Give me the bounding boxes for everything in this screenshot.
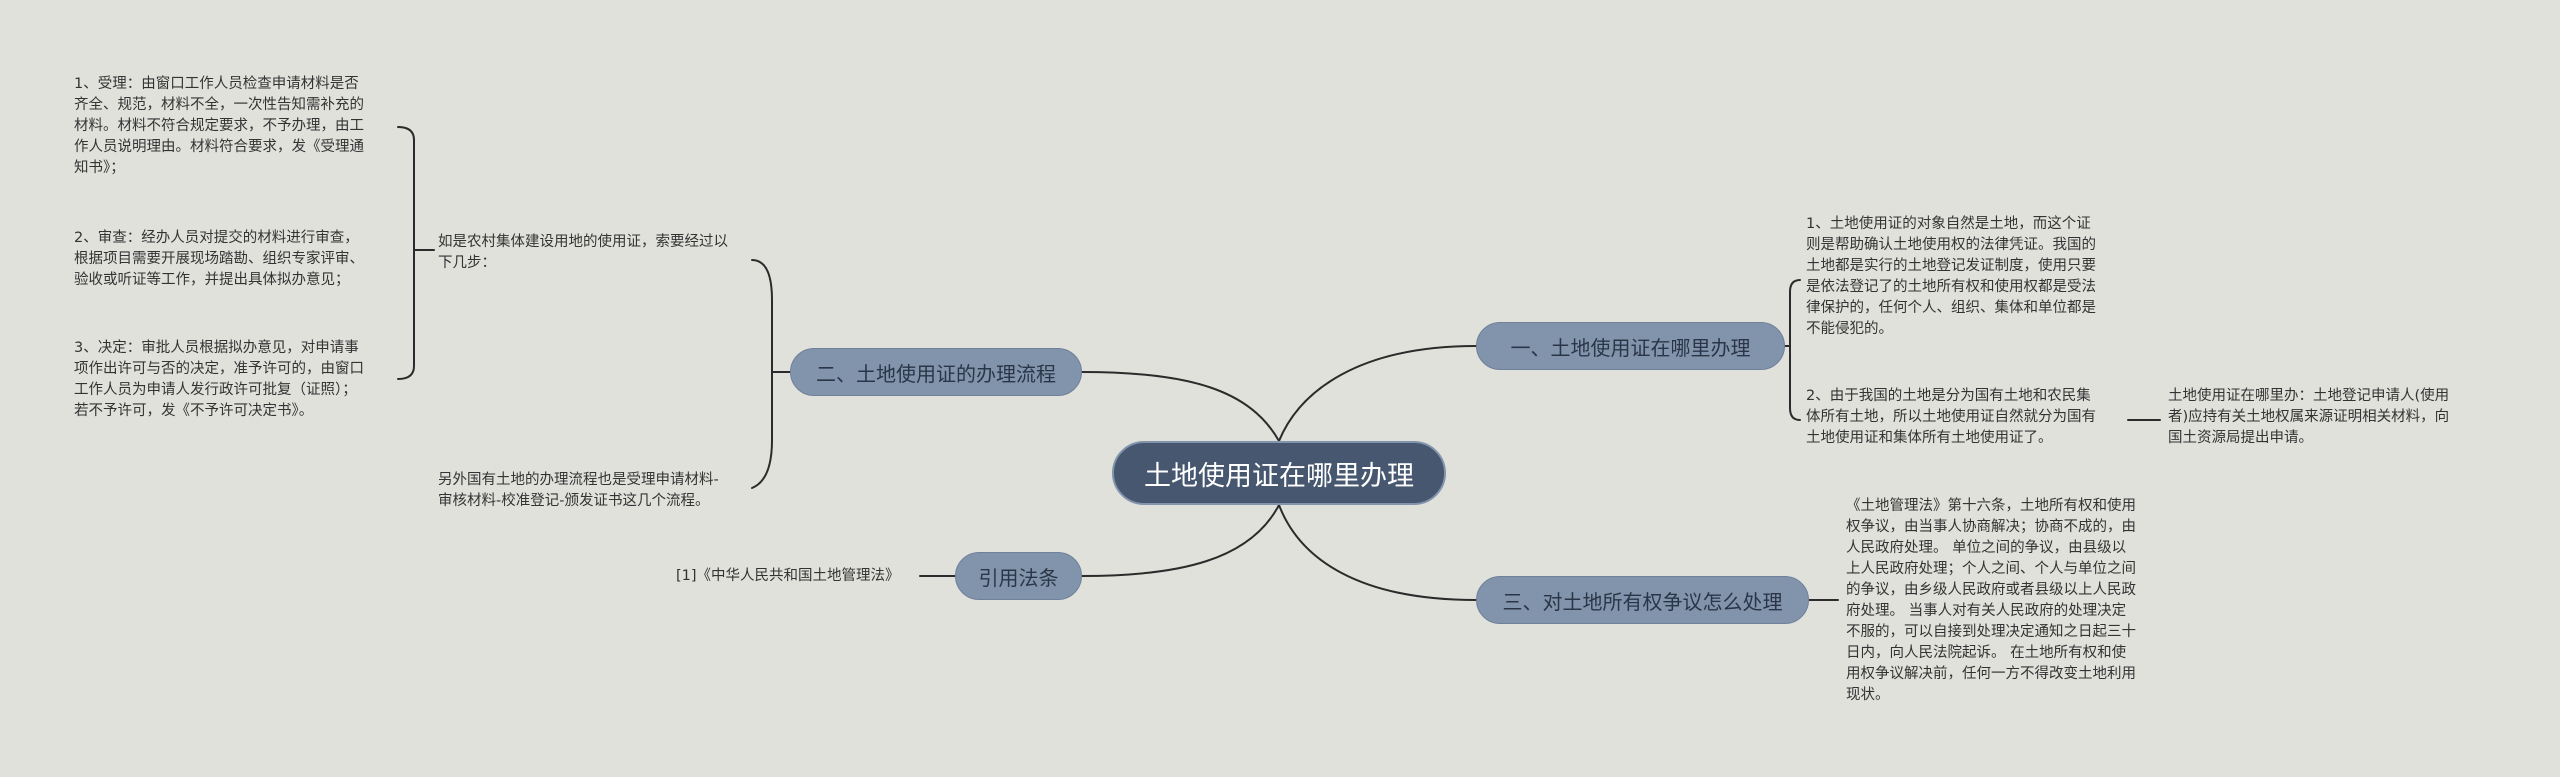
text-line: 权争议，由当事人协商解决；协商不成的，由 — [1846, 519, 2136, 535]
branch-process[interactable]: 二、土地使用证的办理流程 — [790, 348, 1082, 396]
text-line: 工作人员为申请人发行政许可批复（证照）； — [74, 382, 357, 398]
text-line: 土地都是实行的土地登记发证制度，使用只要 — [1806, 258, 2096, 274]
text-line: 是依法登记了的土地所有权和使用权都是受法 — [1806, 279, 2096, 295]
process-step-3: 3、决定：审批人员根据拟办意见，对申请事 项作出许可与否的决定，准予许可的，由窗… — [74, 338, 364, 422]
text-line: 现状。 — [1846, 687, 1890, 703]
text-line: 用权争议解决前，任何一方不得改变土地利用 — [1846, 666, 2136, 682]
connector-root-where — [1278, 345, 1477, 442]
branch-dispute[interactable]: 三、对土地所有权争议怎么处理 — [1476, 576, 1809, 624]
connector-root-law — [1081, 504, 1280, 577]
law-detail: [1]《中华人民共和国土地管理法》 — [676, 568, 900, 584]
text-line: 律保护的，任何个人、组织、集体和单位都是 — [1806, 300, 2096, 316]
branch-where[interactable]: 一、土地使用证在哪里办理 — [1476, 322, 1785, 370]
process-outro: 另外国有土地的办理流程也是受理申请材料- 审核材料-校准登记-颁发证书这几个流程… — [438, 470, 719, 512]
text-line: 《土地管理法》第十六条，土地所有权和使用 — [1846, 498, 2136, 514]
text-line: 2、由于我国的土地是分为国有土地和农民集 — [1806, 388, 2091, 404]
text-line: 验收或听证等工作，并提出具体拟办意见； — [74, 272, 350, 288]
where-detail-1: 1、土地使用证的对象自然是土地，而这个证 则是帮助确认土地使用权的法律凭证。我国… — [1806, 214, 2096, 340]
process-step-2: 2、审查：经办人员对提交的材料进行审查， 根据项目需要开展现场踏勘、组织专家评审… — [74, 228, 364, 291]
text-line: 3、决定：审批人员根据拟办意见，对申请事 — [74, 340, 359, 356]
text-line: 齐全、规范，材料不全，一次性告知需补充的 — [74, 97, 364, 113]
text-line: 不服的，可以自接到处理决定通知之日起三十 — [1846, 624, 2136, 640]
text-line: 2、审查：经办人员对提交的材料进行审查， — [74, 230, 359, 246]
process-intro: 如是农村集体建设用地的使用证，索要经过以 下几步： — [438, 232, 728, 274]
text-line: 土地使用证在哪里办：土地登记申请人(使用 — [2168, 388, 2450, 404]
process-step-1: 1、受理：由窗口工作人员检查申请材料是否 齐全、规范，材料不全，一次性告知需补充… — [74, 74, 364, 179]
branch-law[interactable]: 引用法条 — [955, 552, 1082, 600]
text-line: 府处理。 当事人对有关人民政府的处理决定 — [1846, 603, 2127, 619]
connector-root-dispute — [1278, 504, 1477, 601]
text-line: 1、土地使用证的对象自然是土地，而这个证 — [1806, 216, 2091, 232]
text-line: 审核材料-校准登记-颁发证书这几个流程。 — [438, 493, 710, 509]
dispute-detail: 《土地管理法》第十六条，土地所有权和使用 权争议，由当事人协商解决；协商不成的，… — [1846, 496, 2136, 706]
text-line: 材料。材料不符合规定要求，不予办理，由工 — [74, 118, 364, 134]
text-line: 如是农村集体建设用地的使用证，索要经过以 — [438, 234, 728, 250]
text-line: 的争议，由乡级人民政府或者县级以上人民政 — [1846, 582, 2136, 598]
text-line: 人民政府处理。 单位之间的争议，由县级以 — [1846, 540, 2127, 556]
text-line: 上人民政府处理；个人之间、个人与单位之间 — [1846, 561, 2136, 577]
bracket-process — [751, 259, 773, 489]
text-line: 土地使用证和集体所有土地使用证了。 — [1806, 430, 2053, 446]
bracket-steps — [397, 126, 415, 380]
bracket-where — [1789, 279, 1801, 421]
text-line: 根据项目需要开展现场踏勘、组织专家评审、 — [74, 251, 364, 267]
text-line: 若不予许可，发《不予许可决定书》。 — [74, 403, 314, 419]
text-line: 不能侵犯的。 — [1806, 321, 1893, 337]
root-topic[interactable]: 土地使用证在哪里办理 — [1112, 441, 1446, 505]
text-line: 体所有土地，所以土地使用证自然就分为国有 — [1806, 409, 2096, 425]
where-detail-2-sub: 土地使用证在哪里办：土地登记申请人(使用 者)应持有关土地权属来源证明相关材料，… — [2168, 386, 2449, 449]
text-line: 另外国有土地的办理流程也是受理申请材料- — [438, 472, 719, 488]
connector-root-process — [1081, 371, 1280, 442]
text-line: 知书》； — [74, 160, 125, 176]
text-line: 下几步： — [438, 255, 496, 271]
text-line: 项作出许可与否的决定，准予许可的，由窗口 — [74, 361, 364, 377]
text-line: 作人员说明理由。材料符合要求，发《受理通 — [74, 139, 364, 155]
text-line: 日内，向人民法院起诉。 在土地所有权和使 — [1846, 645, 2127, 661]
text-line: 者)应持有关土地权属来源证明相关材料，向 — [2168, 409, 2450, 425]
where-detail-2: 2、由于我国的土地是分为国有土地和农民集 体所有土地，所以土地使用证自然就分为国… — [1806, 386, 2096, 449]
text-line: 1、受理：由窗口工作人员检查申请材料是否 — [74, 76, 359, 92]
text-line: 国土资源局提出申请。 — [2168, 430, 2313, 446]
text-line: 则是帮助确认土地使用权的法律凭证。我国的 — [1806, 237, 2096, 253]
